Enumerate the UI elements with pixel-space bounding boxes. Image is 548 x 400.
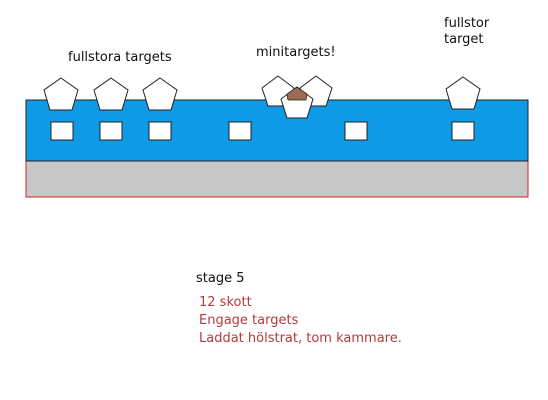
fullstor-target-label-line2: target xyxy=(444,32,484,47)
wall-port xyxy=(148,121,172,141)
stage-detail-shots: 12 skott xyxy=(199,295,252,310)
minitargets-label: minitargets! xyxy=(256,45,336,60)
ground-strip xyxy=(25,160,529,198)
stage-detail-engage: Engage targets xyxy=(199,313,299,328)
wall-port xyxy=(344,121,368,141)
wall-port xyxy=(99,121,123,141)
mini-targets-group xyxy=(261,75,333,119)
stage-details-list: 12 skott Engage targets Laddat hölstrat,… xyxy=(199,294,402,348)
full-target xyxy=(445,76,481,110)
fullstora-targets-label: fullstora targets xyxy=(68,50,172,65)
full-targets-group xyxy=(43,76,481,111)
full-target xyxy=(43,77,79,111)
stage-title: stage 5 xyxy=(196,271,245,286)
full-target xyxy=(142,77,178,111)
wall-port xyxy=(451,121,475,141)
full-target xyxy=(93,77,129,111)
fullstor-target-label: fullstor target xyxy=(444,16,504,48)
wall-ports xyxy=(50,121,475,141)
wall-port xyxy=(50,121,74,141)
wall-port xyxy=(228,121,252,141)
mini-target-overlap xyxy=(286,86,308,101)
stage-detail-loading: Laddat hölstrat, tom kammare. xyxy=(199,331,402,346)
fullstor-target-label-line1: fullstor xyxy=(444,16,490,31)
